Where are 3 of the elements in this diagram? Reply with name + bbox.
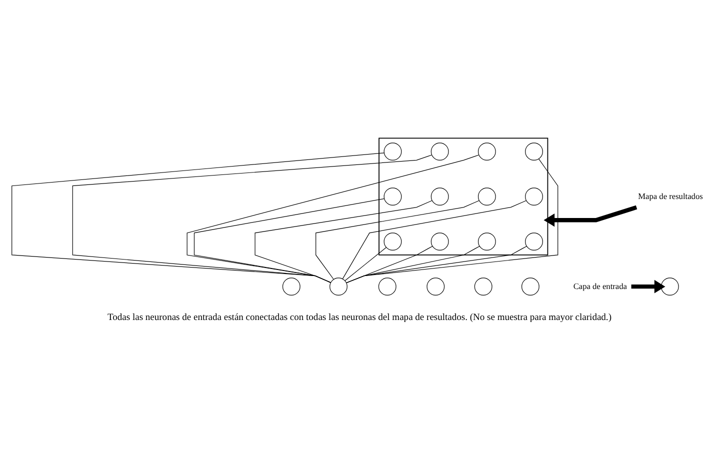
node-text: Capa de entrada [573, 282, 627, 291]
node-text: Mapa de resultados [638, 192, 703, 201]
caption: Todas las neuronas de entrada están conectadas con todas las neuronas del mapa de resultados. (No se muestra para mayor claridad.) [108, 313, 612, 324]
